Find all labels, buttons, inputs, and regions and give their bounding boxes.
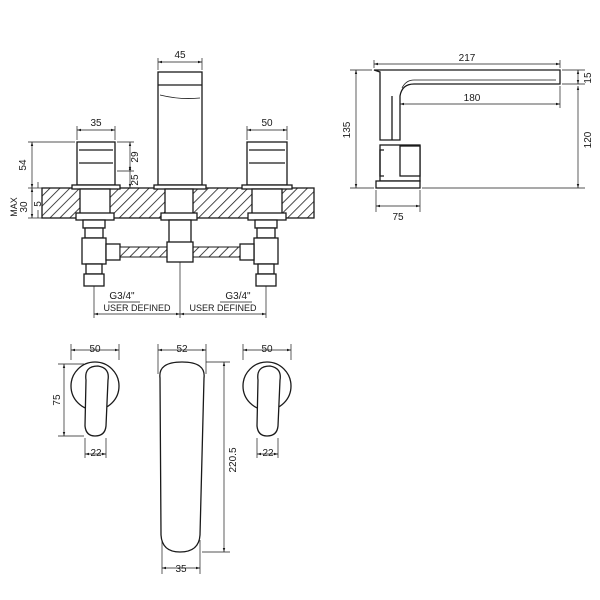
dim-max-label: MAX: [9, 197, 19, 217]
thread-right: G3/4": [225, 291, 251, 302]
right-handle: [241, 141, 293, 229]
dim-plan-spout-length: 220.5: [228, 447, 239, 472]
dim-plan-right-plate-width: 50: [261, 344, 273, 355]
dim-side-base-width: 75: [392, 212, 404, 223]
dim-plan-spout-width: 52: [176, 344, 188, 355]
dim-side-outlet-height: 120: [583, 131, 594, 148]
left-handle: [71, 141, 121, 229]
dim-left-handle-width: 35: [90, 118, 102, 129]
plan-view: 50 75 22 52 220.5 35 50 22: [52, 344, 292, 575]
dim-plan-left-lever-width: 22: [90, 448, 102, 459]
spout-body: [153, 71, 207, 245]
dim-handle-29: 29: [130, 151, 141, 163]
plan-left-handle: [70, 361, 120, 437]
dim-side-length: 217: [459, 53, 476, 64]
user-defined-right: USER DEFINED: [189, 303, 257, 313]
dim-spout-width: 45: [174, 50, 186, 61]
dim-height-54: 54: [18, 159, 29, 171]
plan-spout: [159, 361, 205, 553]
under-deck-pipework: [81, 227, 279, 287]
dim-deck-30: 30: [19, 201, 30, 213]
dim-deck-5: 5: [33, 201, 44, 207]
dim-side-top-thickness: 15: [583, 72, 594, 84]
side-spout-profile: [373, 69, 561, 141]
dim-handle-25: 25: [130, 174, 141, 186]
dim-plan-right-lever-width: 22: [262, 448, 274, 459]
side-handle-base: [375, 144, 421, 189]
plan-right-handle: [242, 361, 292, 437]
dim-plan-spout-tip-width: 35: [175, 564, 187, 575]
thread-left: G3/4": [109, 291, 135, 302]
side-view: 217 15 180 135 120 75: [342, 53, 594, 223]
user-defined-left: USER DEFINED: [103, 303, 171, 313]
front-view: 45 35 50 54 MAX 30 5 29 25: [9, 50, 315, 318]
dim-side-total-height: 135: [342, 121, 353, 138]
dim-side-reach: 180: [464, 93, 481, 104]
dim-plan-left-plate-height: 75: [52, 394, 63, 406]
dim-right-handle-width: 50: [261, 118, 273, 129]
dim-plan-left-plate-width: 50: [89, 344, 101, 355]
